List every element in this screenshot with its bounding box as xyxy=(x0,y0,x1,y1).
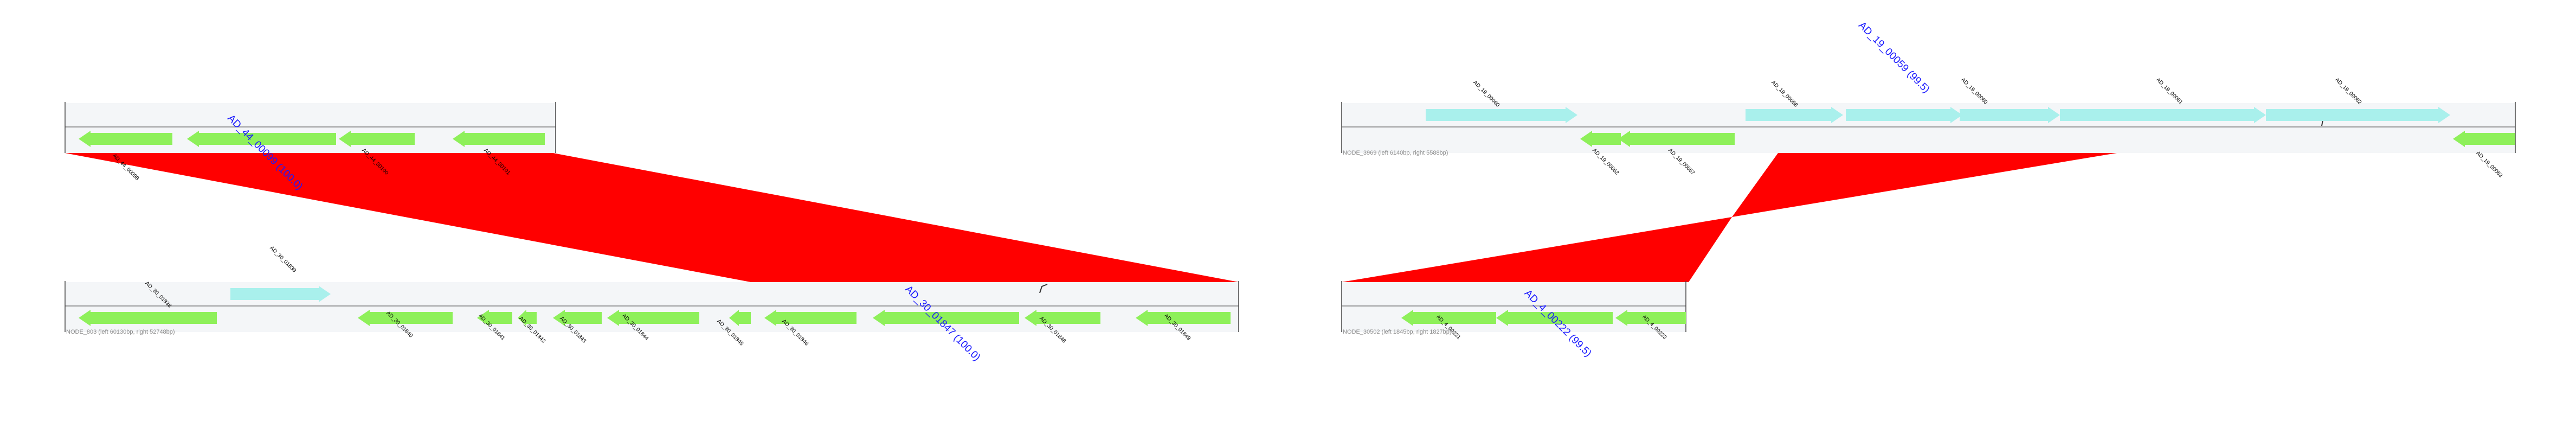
panel-0-bottom-gene-0 xyxy=(79,310,217,326)
panel-0-bottom-gene-7 xyxy=(729,310,751,326)
panel-0-bottom-gene-9 xyxy=(873,310,1019,326)
panel-0-bottom-gene-5 xyxy=(553,310,602,326)
panel-1-top-gene-label-8: AD_19_00063 xyxy=(2475,150,2503,179)
panel-0-top-band xyxy=(65,103,556,153)
panel-1-top-gene-6 xyxy=(2060,107,2266,123)
panel-0-bottom-gene-2 xyxy=(358,310,453,326)
panel-0-top-gene-3 xyxy=(453,131,545,147)
panel-1-top-gene-label-7: AD_19_00062 xyxy=(2334,77,2362,106)
synteny-block-0 xyxy=(65,153,1239,282)
gene-layer xyxy=(79,107,2515,326)
panel-0-bottom-gene-label-1: AD_30_01839 xyxy=(268,245,297,274)
panel-1-top-gene-3 xyxy=(1746,107,1843,123)
panel-1-top-gene-label-5: AD_19_00060 xyxy=(1960,77,1988,106)
panel-1-top-gene-1 xyxy=(1580,131,1621,147)
panel-1-bottom-gene-2 xyxy=(1615,310,1686,326)
panel-1-top-gene-2 xyxy=(1618,131,1735,147)
panel-0-bottom-gene-8 xyxy=(764,310,856,326)
panel-1-bottom-gene-0 xyxy=(1401,310,1496,326)
panel-0-bottom-gene-11 xyxy=(1136,310,1231,326)
panel-0-bottom-gene-1 xyxy=(230,286,331,302)
panel-1-top-gene-0 xyxy=(1426,107,1577,123)
panel-1-top-gene-5 xyxy=(1960,107,2060,123)
panel-1-top-gene-label-4: AD_19_00059 (99.5) xyxy=(1856,20,1932,95)
panel-1-top-gene-4 xyxy=(1846,107,1962,123)
panel-0-top-gene-1 xyxy=(187,131,336,147)
panel-0-bottom-gene-3 xyxy=(477,310,512,326)
synteny-block-1 xyxy=(1732,153,2117,217)
panel-1-bottom-gene-1 xyxy=(1496,310,1613,326)
panel-1-bottom-contig-label: NODE_30502 (left 1845bp, right 1827bp) xyxy=(1343,329,1452,335)
panel-0-bottom-gene-6 xyxy=(607,310,699,326)
panel-0-bottom-contig-label: NODE_803 (left 60130bp, right 52748bp) xyxy=(66,329,175,335)
contig-break-marker xyxy=(1039,284,1048,293)
panel-1-top-contig-label: NODE_3969 (left 6140bp, right 5588bp) xyxy=(1343,150,1448,156)
panel-0-top-gene-2 xyxy=(339,131,415,147)
panel-0-bottom-gene-10 xyxy=(1025,310,1100,326)
panel-0-bottom-gene-4 xyxy=(518,310,537,326)
panel-1-top-gene-label-6: AD_19_00061 xyxy=(2155,77,2184,106)
panel-1-bottom-band xyxy=(1342,282,1686,332)
synteny-layer xyxy=(65,153,2117,282)
panel-1-top-gene-8 xyxy=(2453,131,2515,147)
panel-1-top-gene-7 xyxy=(2266,107,2450,123)
panel-0-top-gene-0 xyxy=(79,131,172,147)
synteny-block-2 xyxy=(1342,217,1732,282)
